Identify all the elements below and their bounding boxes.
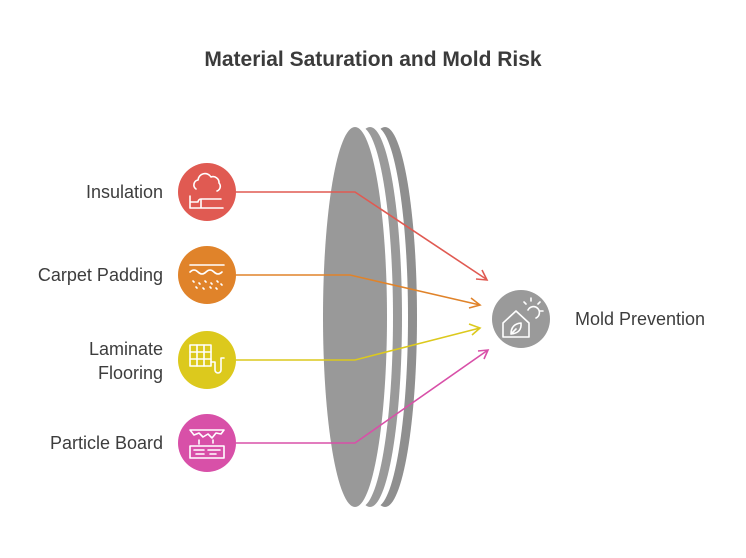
- floor-grid-pipe-icon: [189, 344, 225, 374]
- node-particle-board: [178, 414, 236, 472]
- label-insulation: Insulation: [85, 182, 163, 202]
- label-particle-board: Particle Board: [49, 433, 163, 453]
- label-mold-prevention: Mold Prevention: [575, 309, 706, 329]
- node-laminate-flooring: [178, 331, 236, 389]
- connectors: [236, 191, 490, 444]
- cloud-bed-icon: [189, 172, 224, 209]
- carpet-fiber-icon: [189, 264, 225, 290]
- node-insulation: [178, 163, 236, 221]
- lens: [323, 127, 417, 507]
- label-carpet-padding: Carpet Padding: [37, 265, 163, 285]
- connector-carpet-padding: [236, 274, 482, 309]
- node-mold-prevention: [492, 290, 550, 348]
- connector-laminate-flooring: [236, 323, 482, 361]
- diagram-title: Material Saturation and Mold Risk: [204, 48, 542, 71]
- node-carpet-padding: [178, 246, 236, 304]
- connector-insulation: [236, 191, 489, 281]
- board-broken-icon: [189, 429, 225, 459]
- house-leaf-sun-icon: [502, 297, 544, 338]
- connector-particle-board: [236, 349, 490, 444]
